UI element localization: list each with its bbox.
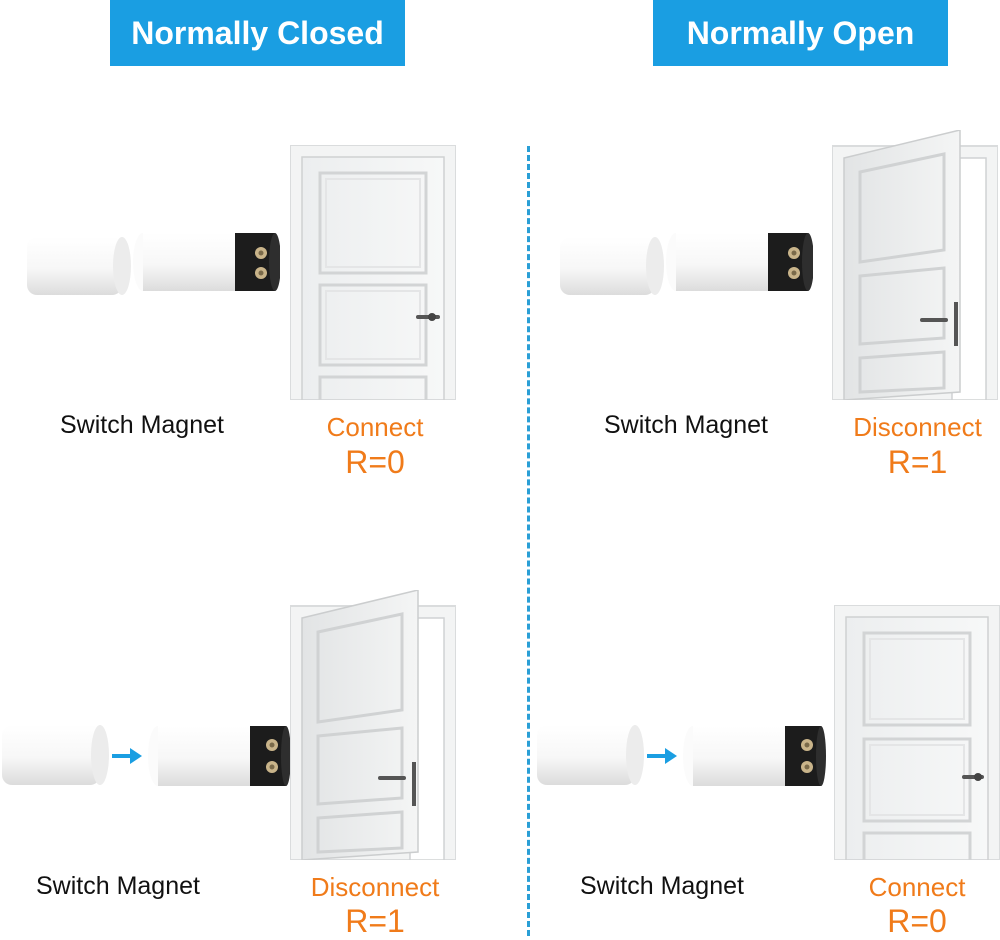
nc-closed-magnets xyxy=(25,225,280,300)
door-closed-icon xyxy=(290,145,456,400)
no-open-resistance: R=0 xyxy=(887,903,947,939)
no-open-label: Switch Magnet xyxy=(580,872,744,900)
door-open-icon xyxy=(290,590,456,860)
switch-icon xyxy=(666,233,813,291)
no-closed-resistance: R=1 xyxy=(887,444,948,480)
no-closed-label: Switch Magnet xyxy=(604,411,768,439)
magnet-icon xyxy=(560,237,664,295)
switch-icon xyxy=(133,233,280,291)
magnet-icon xyxy=(537,725,644,785)
no-closed-magnets xyxy=(558,225,813,300)
switch-icon xyxy=(683,726,826,786)
header-normally-closed-text: Normally Closed xyxy=(131,14,384,51)
nc-open-label: Switch Magnet xyxy=(36,872,200,900)
header-normally-closed: Normally Closed xyxy=(110,0,405,66)
arrow-right-icon xyxy=(112,748,142,764)
nc-open-resistance: R=1 xyxy=(345,903,405,939)
nc-closed-resistance: R=0 xyxy=(345,444,405,480)
center-divider xyxy=(527,146,530,936)
no-open-magnets xyxy=(535,715,827,800)
switch-icon xyxy=(148,726,291,786)
header-normally-open: Normally Open xyxy=(653,0,948,66)
door-open-icon xyxy=(832,130,998,400)
no-closed-state: Disconnect xyxy=(853,412,982,442)
header-normally-open-text: Normally Open xyxy=(686,14,915,51)
no-open-state: Connect xyxy=(868,872,966,902)
nc-closed-label: Switch Magnet xyxy=(60,411,224,439)
magnet-icon xyxy=(27,237,131,295)
nc-open-state: Disconnect xyxy=(310,872,440,902)
magnet-icon xyxy=(2,725,109,785)
door-closed-icon xyxy=(834,605,1000,860)
nc-open-magnets xyxy=(0,715,292,800)
nc-closed-state: Connect xyxy=(326,412,424,442)
arrow-right-icon xyxy=(647,748,677,764)
